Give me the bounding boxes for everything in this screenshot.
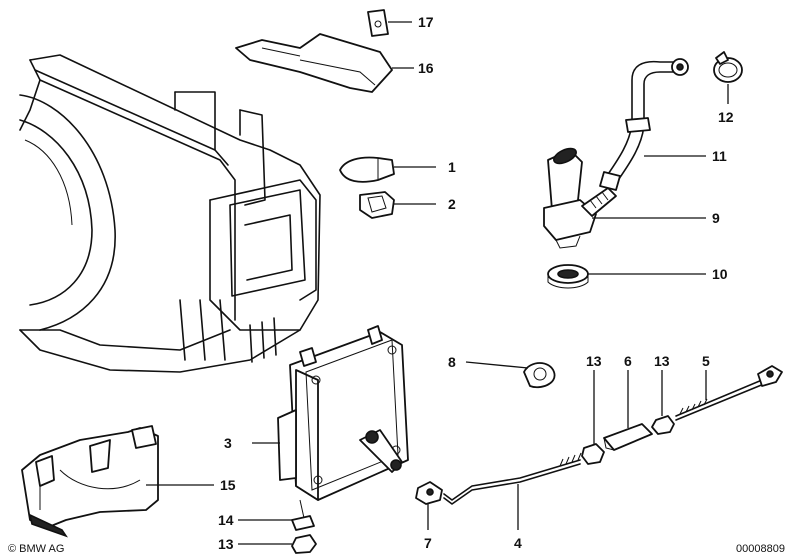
callout-10: 10	[712, 266, 728, 282]
part-16-bracket	[235, 33, 414, 93]
callout-11: 11	[712, 148, 727, 164]
callout-8: 8	[448, 354, 456, 370]
part-4-rod	[443, 452, 582, 530]
part-10-grommet	[547, 264, 706, 289]
callout-15: 15	[220, 477, 236, 493]
part-13-nut-right	[651, 370, 675, 435]
part-13-nut-left	[581, 370, 605, 465]
callout-13-left: 13	[586, 353, 602, 369]
part-15-cover	[21, 425, 214, 538]
callout-7: 7	[424, 535, 432, 551]
part-12-hose-clamp	[713, 51, 743, 104]
callout-17: 17	[418, 14, 434, 30]
part-13-nut-lower	[238, 534, 317, 554]
part-9-nozzle	[543, 147, 706, 249]
callout-3: 3	[224, 435, 232, 451]
callout-12: 12	[718, 109, 734, 125]
callout-13-right: 13	[654, 353, 670, 369]
part-3-control-unit	[252, 325, 409, 501]
callout-13-lower: 13	[218, 536, 234, 552]
headlight-housing-assembly	[19, 54, 321, 373]
part-2-clip	[359, 191, 436, 219]
part-6-sleeve	[603, 370, 653, 451]
copyright-text: © BMW AG	[8, 543, 64, 555]
part-14-washer	[238, 499, 315, 531]
callout-9: 9	[712, 210, 720, 226]
part-5-threaded-rod	[675, 365, 783, 421]
part-7-fitting	[415, 481, 443, 530]
callout-6: 6	[624, 353, 632, 369]
callout-16: 16	[418, 60, 434, 76]
diagram-number: 00008809	[736, 543, 785, 555]
part-17-clip-nut	[367, 9, 412, 37]
callout-labels: 17 16 1 2 3 15 14 13 7 4 8 13 6 13 5 9 1…	[218, 14, 734, 552]
callout-1: 1	[448, 159, 456, 175]
callout-4: 4	[514, 535, 522, 551]
part-11-hose	[599, 58, 706, 191]
callout-5: 5	[702, 353, 710, 369]
callout-14: 14	[218, 512, 234, 528]
part-8-clip	[465, 361, 556, 389]
part-1-plug	[339, 156, 436, 183]
callout-2: 2	[448, 196, 456, 212]
